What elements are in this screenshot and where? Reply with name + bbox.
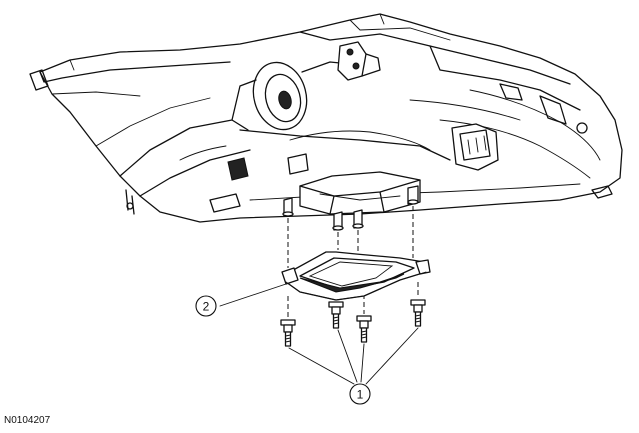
standoff-right [407, 185, 419, 205]
bulb-socket [231, 61, 351, 131]
figure-id-label: N0104207 [4, 415, 51, 426]
callout-1-leaders [288, 327, 419, 385]
mounting-bracket [299, 171, 421, 215]
bolt-4 [410, 299, 426, 327]
wire-connector [337, 41, 381, 81]
control-module [281, 251, 431, 301]
callout-1: 1 [349, 383, 371, 405]
callout-2: 2 [195, 295, 217, 317]
bolt-3 [356, 315, 372, 343]
alignment-lines [287, 206, 419, 318]
callout-2-leader [219, 283, 287, 307]
callout-2-number: 2 [203, 300, 210, 314]
bolt-2 [328, 301, 344, 329]
standoff-left [282, 197, 294, 217]
standoff-center-right [352, 209, 364, 229]
callout-1-number: 1 [357, 388, 364, 402]
bolt-1 [280, 319, 296, 347]
side-connector [451, 123, 499, 171]
headlamp-housing [29, 13, 623, 231]
standoff-center-left [332, 211, 344, 231]
